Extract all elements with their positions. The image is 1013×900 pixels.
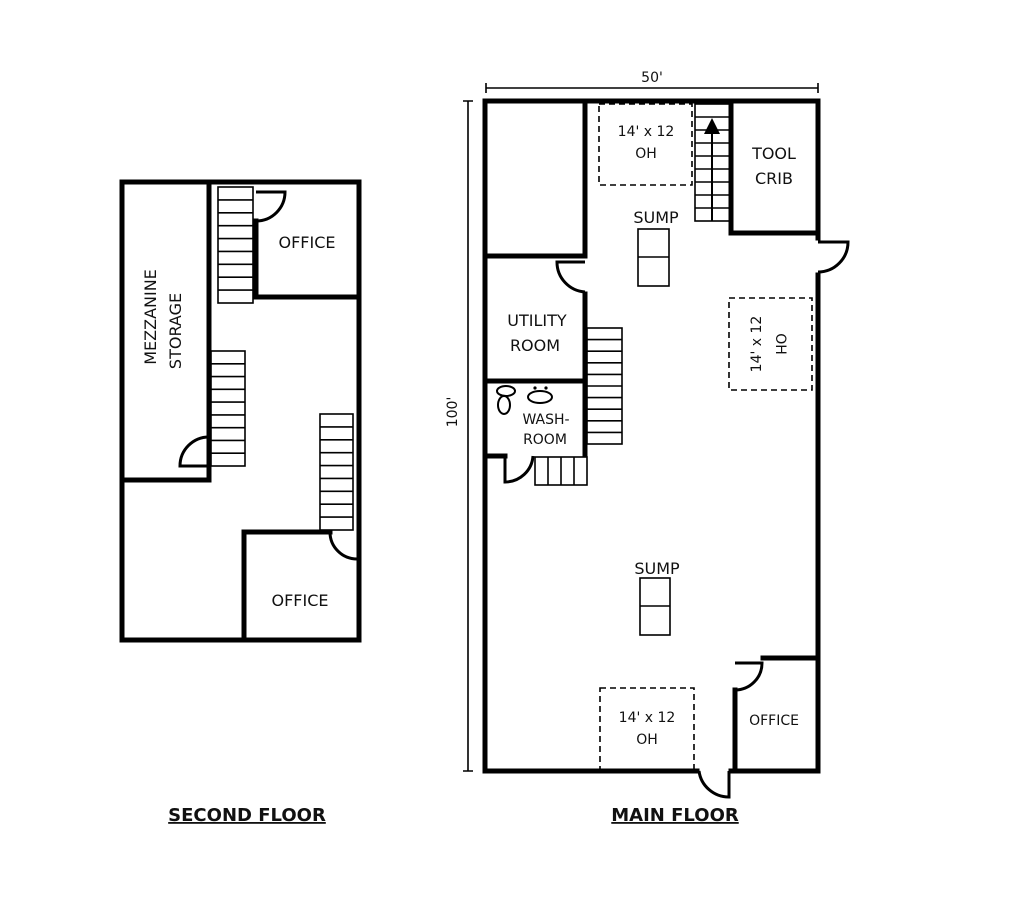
sump-pit xyxy=(639,577,671,636)
door xyxy=(697,770,731,799)
room-label-room: ROOM xyxy=(523,432,567,448)
room-label-mezzanine: MEZZANINE xyxy=(141,269,160,365)
room-label-office: OFFICE xyxy=(749,713,799,729)
door xyxy=(328,531,358,561)
overhead-door-area xyxy=(598,103,693,186)
door xyxy=(734,661,764,692)
outer-wall xyxy=(482,98,821,774)
stair-outline xyxy=(319,413,354,531)
stairs xyxy=(217,186,254,304)
storage-room-wall xyxy=(482,98,588,259)
door xyxy=(817,240,850,274)
length-dimension: 100' xyxy=(445,100,473,772)
room-label-room: ROOM xyxy=(510,336,560,355)
room-label-tool: TOOL xyxy=(751,144,796,163)
overhead-door-type: OH xyxy=(772,333,788,355)
office-wall xyxy=(732,655,821,774)
width-dimension: 50' xyxy=(485,70,819,93)
stair-outline xyxy=(217,186,254,304)
office-wall xyxy=(253,218,362,300)
sump-label: SUMP xyxy=(633,208,679,227)
room-label-storage: STORAGE xyxy=(166,293,185,369)
door xyxy=(503,455,535,484)
room-label-wash: WASH- xyxy=(522,412,569,428)
overhead-door-size: 14' x 12 xyxy=(749,316,765,373)
sump-label: SUMP xyxy=(634,559,680,578)
stairs xyxy=(534,456,588,486)
overhead-door-size: 14' x 12 xyxy=(619,710,676,726)
room-label-crib: CRIB xyxy=(755,169,793,188)
outer-wall xyxy=(119,179,362,643)
second-floor-title: SECOND FLOOR xyxy=(168,805,326,826)
office-wall xyxy=(241,529,333,643)
width-label: 50' xyxy=(641,70,663,86)
overhead-door-type: OH xyxy=(635,146,657,162)
mezzanine-wall xyxy=(119,179,212,483)
stairs xyxy=(210,350,246,467)
door xyxy=(555,260,586,294)
second-floor-plan: MEZZANINE STORAGE OFFICE OFFICE SECOND F… xyxy=(119,179,362,826)
door xyxy=(178,435,210,468)
length-label: 100' xyxy=(445,397,461,428)
overhead-door-area xyxy=(728,297,813,391)
arrow-up-icon xyxy=(704,118,720,134)
sink-icon xyxy=(527,386,553,404)
stair-outline xyxy=(210,350,246,467)
room-label-utility: UTILITY xyxy=(507,311,567,330)
main-floor-plan: 50' 100' 14' x 12 OH 14' x 12 OH 14' x 1… xyxy=(445,70,850,826)
sump-pit xyxy=(637,228,670,287)
main-floor-title: MAIN FLOOR xyxy=(611,805,739,826)
door xyxy=(255,190,287,223)
toilet-icon xyxy=(496,385,516,415)
utility-room-wall xyxy=(482,291,588,458)
room-label-office-top: OFFICE xyxy=(279,233,336,252)
stairs xyxy=(319,413,354,531)
overhead-door-size: 14' x 12 xyxy=(618,124,675,140)
stairs xyxy=(586,327,623,445)
overhead-door-type: OH xyxy=(636,732,658,748)
tool-crib-wall xyxy=(728,98,821,236)
room-label-office-bottom: OFFICE xyxy=(272,591,329,610)
overhead-door-area xyxy=(599,687,695,772)
